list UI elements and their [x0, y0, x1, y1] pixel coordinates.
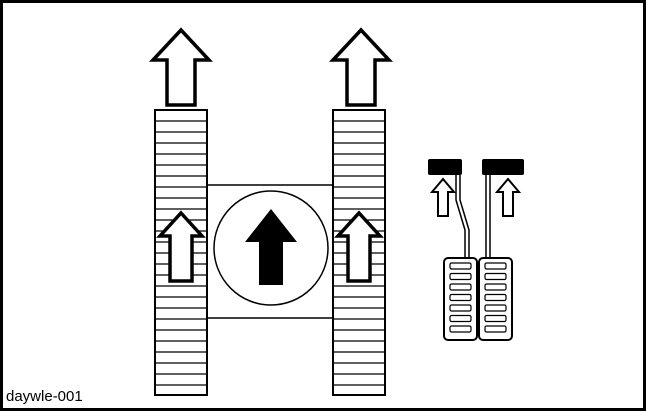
left-track-forward-arrow-icon [148, 27, 214, 107]
figure-caption: daywle-001 [6, 388, 83, 405]
left-control-lever [428, 159, 462, 175]
pedal-tread-pad [449, 283, 472, 291]
pedal-tread-pad [449, 325, 472, 333]
right-track-motion-arrow-icon [334, 210, 384, 283]
left-lever-rod-inner [459, 175, 470, 260]
left-track-motion-arrow-icon [156, 210, 206, 283]
right-pedal [478, 257, 513, 341]
pedal-tread-pad [449, 293, 472, 302]
pedal-tread-pad [484, 262, 507, 270]
pedal-tread-pad [449, 272, 472, 281]
pedal-tread-pad [484, 293, 507, 302]
pedal-tread-pad [449, 314, 472, 323]
right-track-forward-arrow-icon [328, 27, 394, 107]
right-lever-forward-arrow-icon [494, 177, 522, 217]
left-lever-rod [455, 175, 466, 260]
right-control-lever [482, 159, 524, 175]
pedal-tread-pad [449, 262, 472, 270]
pedal-tread-pad [484, 314, 507, 323]
pedal-tread-pad [484, 304, 507, 312]
pedal-tread-pad [484, 272, 507, 281]
left-pedal [443, 257, 478, 341]
pedal-tread-pad [449, 304, 472, 312]
left-lever-forward-arrow-icon [429, 177, 457, 217]
pedal-tread-pad [484, 325, 507, 333]
pedal-tread-pad [484, 283, 507, 291]
forward-direction-arrow-icon [245, 209, 297, 285]
